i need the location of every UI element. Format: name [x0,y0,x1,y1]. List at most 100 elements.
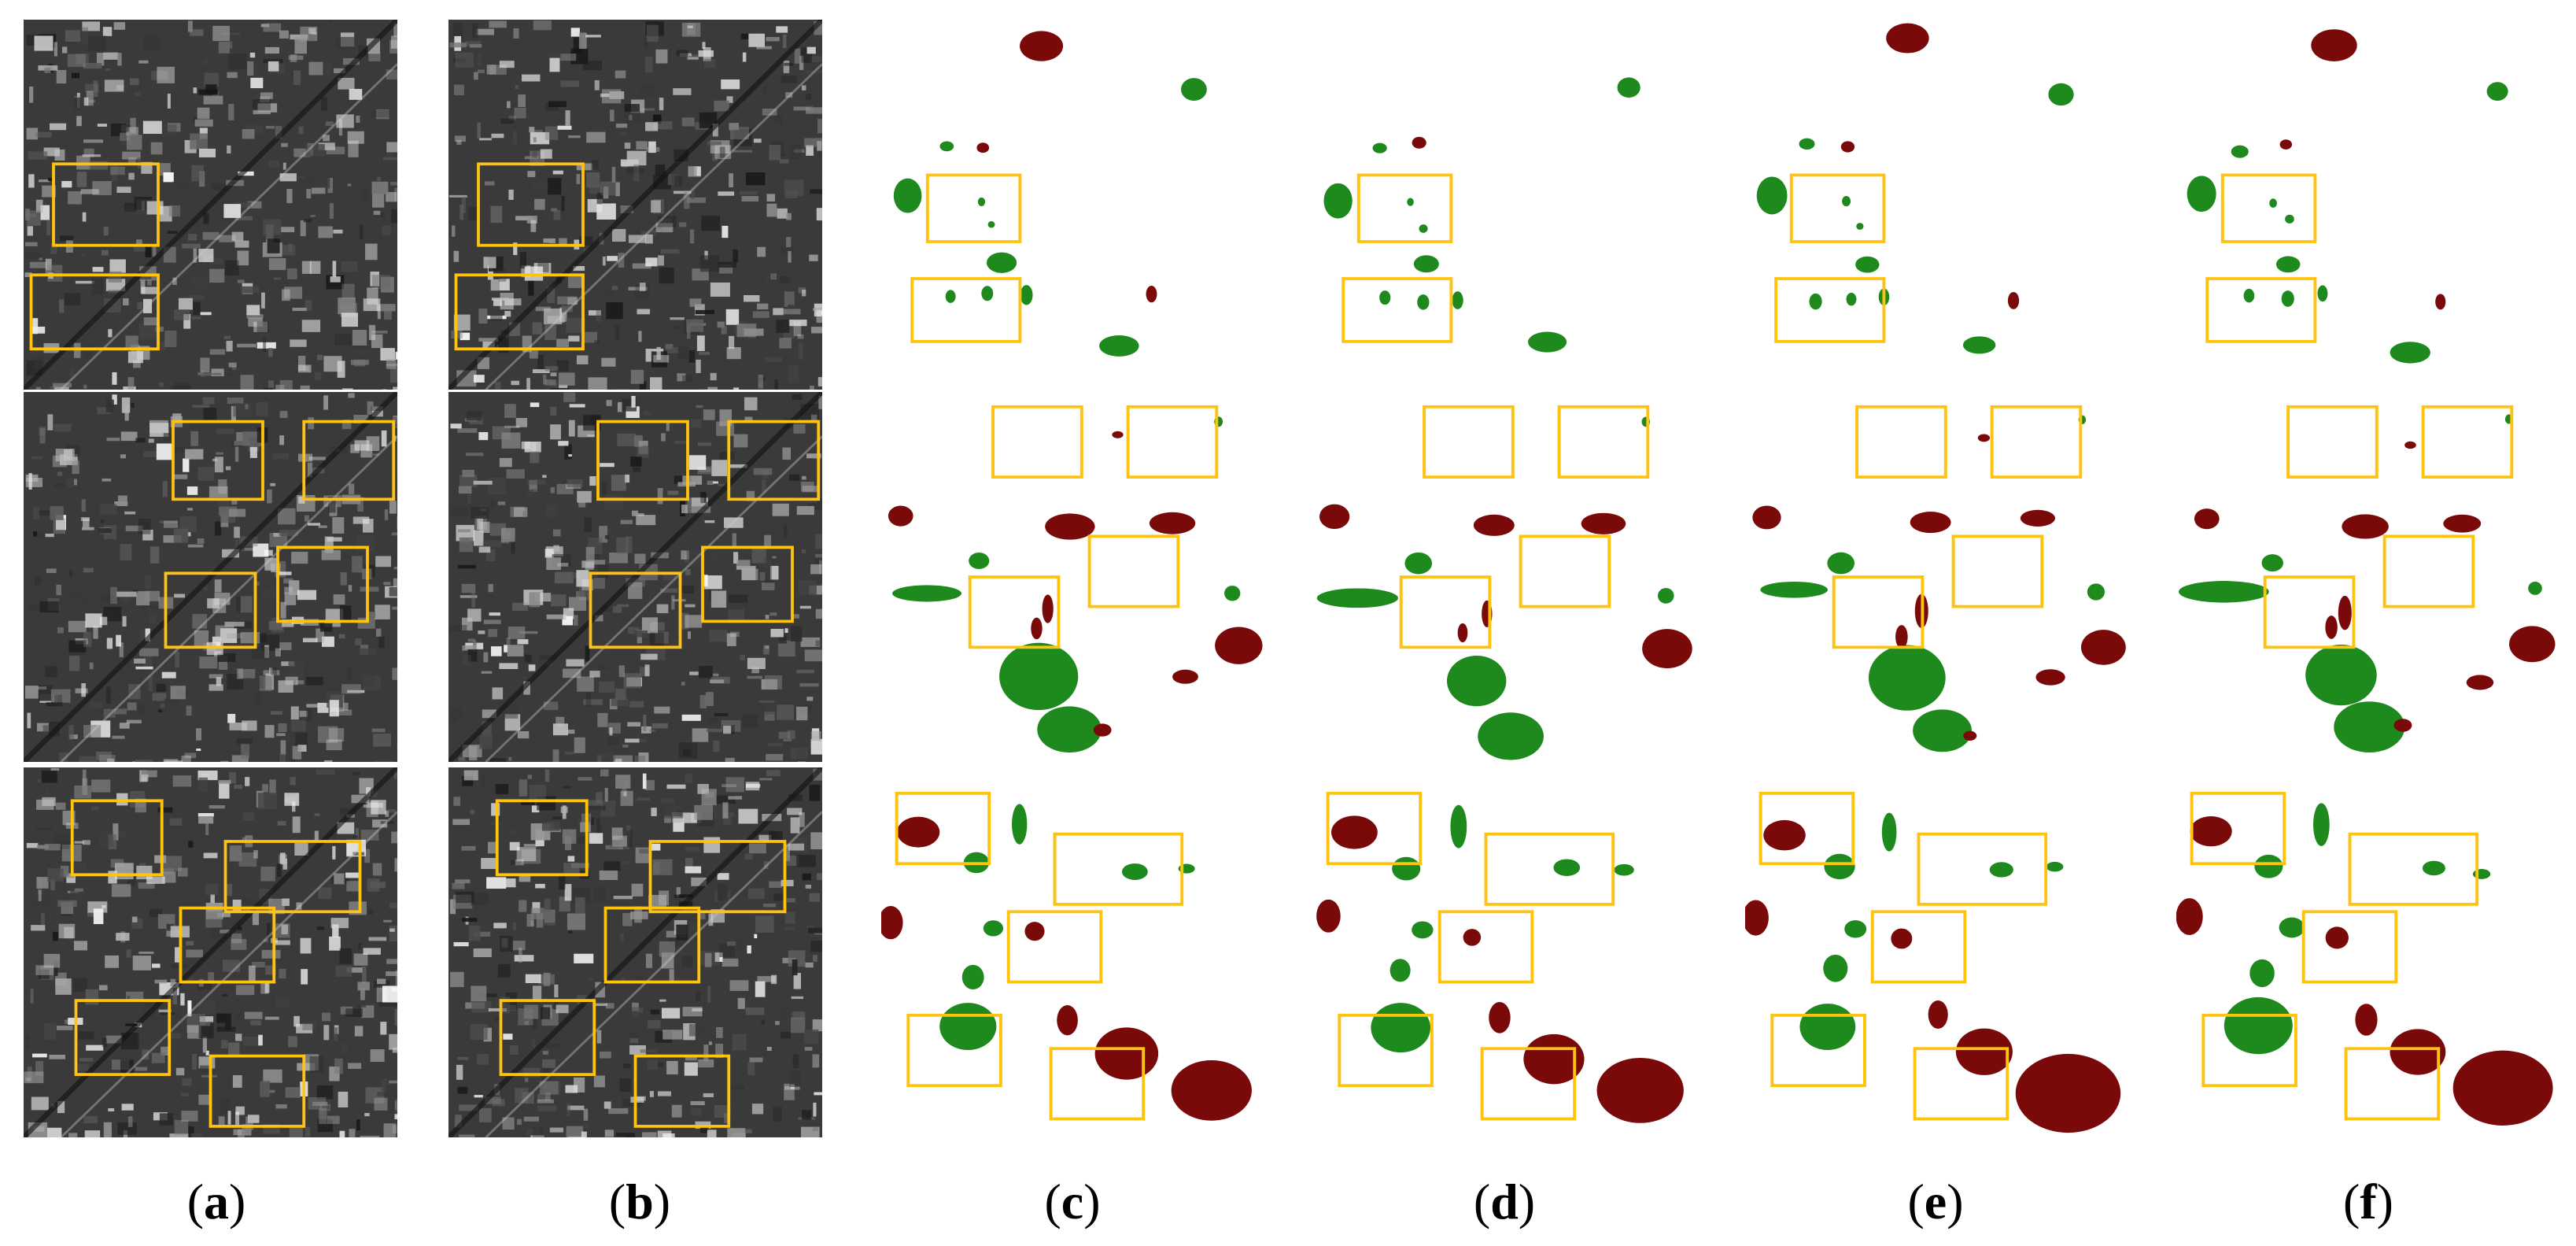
highlight-box [172,420,264,501]
caption-a-letter: a [204,1174,229,1229]
change-region-green [2249,959,2275,988]
highlight-box [1855,405,1947,479]
panel-e-row-3 [1745,767,2131,1137]
panel-d-row-1-graphic [1323,77,1640,353]
caption-a: (a) [186,1174,246,1229]
highlight-box [1480,1047,1577,1121]
highlight-box [589,571,682,649]
change-region-green [1657,587,1674,604]
highlight-box [648,840,787,914]
change-region-red [1895,625,1908,649]
change-region-red [2015,1053,2121,1133]
change-region-red [1581,512,1626,534]
change-region-green [1756,176,1788,215]
change-region-green [1450,804,1467,849]
change-region-red [2509,626,2556,663]
change-region-red [2338,595,2352,630]
change-region-red [897,816,940,848]
change-region-red [1523,1033,1585,1085]
change-region-red [2390,1029,2446,1075]
change-region-green [1962,336,1996,354]
change-region-red [1910,512,1951,534]
change-region-red [1057,1005,1078,1036]
panel-e-row-1 [1745,20,2131,390]
change-region-green [1389,959,1411,982]
change-region-green [2528,581,2542,595]
panel-e-row-3-graphic [1745,792,2121,1133]
change-region-green [1799,1004,1856,1050]
change-region-red [1928,1000,1948,1030]
change-region-green [2281,290,2294,307]
change-region-green [1099,335,1139,357]
change-region-red [1596,1057,1684,1123]
highlight-box [727,420,821,501]
change-region-red [1752,505,1781,530]
caption-c-letter: c [1061,1174,1084,1229]
highlight-box [1870,910,1967,984]
change-region-green [2254,854,2283,878]
highlight-box [2301,910,2398,984]
caption-e: (e) [1907,1174,1964,1229]
panel-a-row-3 [24,767,397,1137]
change-region-green [1846,292,1857,306]
change-region-red [2355,1004,2378,1036]
change-region-red [1412,136,1426,149]
change-region-green [1617,77,1640,98]
change-region-red [1045,513,1095,540]
change-region-green [2275,256,2301,273]
change-region-green [1827,552,1855,575]
panel-b-row-2-graphic [448,392,822,762]
highlight-box [29,273,160,351]
highlight-box [596,420,689,501]
change-region-green [2087,583,2105,601]
change-region-green [2313,803,2330,846]
change-region-green [939,1003,997,1051]
change-region-green [2334,701,2405,753]
change-region-green [1809,293,1822,310]
change-region-green [1372,142,1387,153]
highlight-box [454,273,585,351]
highlight-box [164,571,257,649]
highlight-box [2348,832,2479,906]
change-region-green [983,920,1004,937]
change-region-red [2176,898,2203,935]
change-region-red [1024,922,1045,941]
change-region-red [1963,730,1977,741]
panel-c-row-3 [881,767,1267,1137]
change-region-green [945,290,956,303]
panel-d-row-3-graphic [1316,792,1684,1123]
change-region-green [2243,288,2255,303]
panel-b-row-1 [448,20,822,390]
highlight-box [1951,534,2044,608]
highlight-box [1053,832,1184,906]
highlight-box [925,173,1022,243]
change-region-red [1149,512,1196,534]
highlight-box [74,999,172,1076]
highlight-box [1519,534,1611,608]
change-region-green [1760,582,1828,598]
change-region-red [1094,1027,1159,1080]
change-region-green [2390,342,2430,364]
caption-d: (d) [1473,1174,1536,1229]
panel-c-row-2 [881,392,1267,762]
change-region-red [2452,1050,2553,1126]
panel-d-row-3 [1312,767,1698,1137]
change-region-red [1642,629,1692,669]
highlight-box [906,1014,1002,1088]
panel-a-row-2 [24,392,397,762]
change-region-green [1316,588,1398,608]
highlight-box [1913,1047,2010,1121]
change-region-green [1614,863,1634,876]
change-region-green [1989,862,2013,878]
change-region-red [2466,675,2494,690]
change-region-green [1121,863,1148,880]
highlight-box [701,545,794,623]
highlight-box [302,420,396,501]
change-region-green [1407,198,1414,206]
change-region-green [999,642,1079,711]
panel-a-row-2-graphic [24,392,397,762]
change-region-red [2393,719,2412,732]
highlight-box [1832,575,1925,649]
change-region-green [1012,804,1028,845]
change-region-red [1473,514,1515,536]
